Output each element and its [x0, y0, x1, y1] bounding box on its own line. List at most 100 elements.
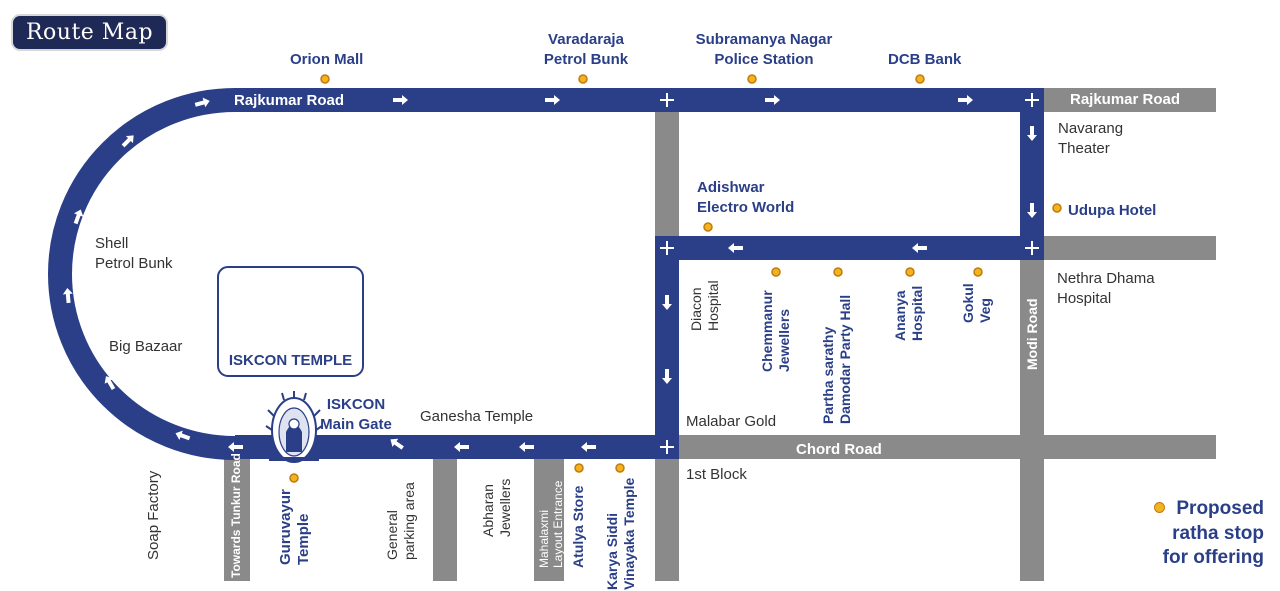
label-line: Guruvayur — [277, 489, 294, 565]
label-line: Diacon — [688, 287, 704, 331]
label-line: Petrol Bunk — [543, 50, 629, 68]
label-mahalaxmi-layout: Mahalaxmi Layout Entrance — [537, 481, 566, 568]
label-line: Hospital — [908, 285, 925, 341]
road-mahalaxmi — [534, 459, 564, 581]
label-line: General — [384, 510, 400, 560]
ratha-stops — [289, 74, 1062, 483]
road-label-rajkumar-top: Rajkumar Road — [234, 92, 345, 109]
label-line: Temple — [295, 513, 312, 565]
arrow-icon — [765, 95, 780, 105]
arrow-icon — [1027, 203, 1037, 218]
legend-line: ratha stop — [1172, 522, 1264, 544]
label-general-parking: General parking area — [384, 482, 418, 560]
label-subramanya-nagar: Subramanya Nagar Police Station — [686, 30, 842, 69]
label-line: Adishwar — [697, 179, 765, 196]
stop-dot-icon — [289, 473, 299, 483]
arrow-icon — [662, 295, 672, 310]
label-chemmanur-jewellers: Chemmanur Jewellers — [759, 290, 793, 372]
route-middle-horizontal — [655, 236, 1044, 260]
label-line: Petrol Bunk — [95, 254, 173, 272]
label-adishwar: Adishwar Electro World — [697, 178, 794, 217]
label-guruvayur-temple: Guruvayur Temple — [277, 489, 313, 565]
stop-dot-icon — [1154, 502, 1165, 513]
road-south-connector — [655, 459, 679, 581]
label-dcb-bank: DCB Bank — [888, 51, 962, 68]
road-parking — [433, 459, 457, 581]
stop-dot-icon — [905, 267, 915, 277]
label-line: Vinayaka Temple — [620, 477, 637, 590]
label-line: Subramanya Nagar — [695, 31, 833, 48]
arrow-icon — [912, 243, 927, 253]
label-abharan-jewellers: Abharan Jewellers — [480, 479, 514, 537]
label-line: parking area — [400, 482, 417, 560]
road-chord — [679, 435, 1216, 459]
label-diacon-hospital: Diacon Hospital — [688, 280, 722, 331]
arrow-icon — [175, 430, 191, 441]
arrow-icon — [1027, 126, 1037, 141]
label-line: Veg — [976, 298, 993, 323]
road-label-modi: Modi Road — [1024, 298, 1040, 370]
plus-icon — [1025, 93, 1039, 107]
road-towards-tunkur — [224, 459, 250, 581]
label-soap-factory: Soap Factory — [145, 470, 162, 560]
stop-dot-icon — [915, 74, 925, 84]
label-line: Karya Siddi — [604, 512, 620, 590]
arrow-icon — [121, 135, 134, 148]
stop-dot-icon — [1052, 203, 1062, 213]
arrow-icon — [581, 442, 596, 452]
label-line: Chemmanur — [759, 290, 775, 372]
temple-icon — [265, 391, 323, 463]
label-udupa-hotel: Udupa Hotel — [1068, 202, 1157, 219]
label-malabar-gold: Malabar Gold — [686, 413, 777, 430]
road-label-chord: Chord Road — [796, 441, 882, 458]
route-rajkumar-top — [235, 88, 1044, 112]
label-line: Main Gate — [320, 415, 392, 433]
label-varadaraja: Varadaraja Petrol Bunk — [534, 30, 638, 69]
label-1st-block: 1st Block — [686, 466, 747, 483]
stop-dot-icon — [574, 463, 584, 473]
road-rajkumar-east — [1043, 88, 1216, 112]
iskcon-temple-box: ISKCON TEMPLE — [217, 266, 364, 377]
label-line: Layout Entrance — [551, 480, 566, 568]
legend-line: Proposed — [1176, 498, 1264, 519]
stop-dot-icon — [973, 267, 983, 277]
plus-icon — [1025, 241, 1039, 255]
route-loop — [48, 88, 236, 460]
arrow-icon — [545, 95, 560, 105]
label-ganesha-temple: Ganesha Temple — [420, 408, 534, 425]
junctions — [660, 93, 1039, 454]
label-iskcon-temple: ISKCON TEMPLE — [228, 352, 353, 369]
road-label-rajkumar-right: Rajkumar Road — [1070, 91, 1181, 108]
arrow-icon — [104, 376, 116, 391]
label-line: Hospital — [704, 280, 721, 331]
label-ananya-hospital: Ananya Hospital — [892, 286, 926, 341]
legend-line: for offering — [1162, 547, 1264, 569]
arrow-icon — [519, 442, 534, 452]
ratha-route — [48, 88, 1044, 460]
label-atulya-store: Atulya Store — [570, 485, 586, 568]
stop-dot-icon — [771, 267, 781, 277]
label-gokul-veg: Gokul Veg — [960, 283, 994, 323]
road-east-spur — [1043, 236, 1216, 260]
stop-dot-icon — [615, 463, 625, 473]
arrow-icon — [390, 438, 404, 450]
label-big-bazaar: Big Bazaar — [109, 338, 183, 355]
grey-roads — [224, 88, 1216, 581]
road-label-towards-tunkur: Towards Tunkur Road — [229, 453, 243, 578]
label-iskcon-main-gate: ISKCON Main Gate — [318, 395, 394, 434]
label-line: Varadaraja — [548, 31, 624, 48]
label-line: Mahalaxmi — [537, 509, 551, 568]
label-line: Navarang — [1058, 120, 1124, 137]
legend: Proposed ratha stop for offering — [1154, 497, 1264, 571]
stop-dot-icon — [703, 222, 713, 232]
stop-dot-icon — [320, 74, 330, 84]
label-line: Shell — [95, 235, 129, 252]
road-north-connector — [655, 112, 679, 236]
label-line: Damodar Party Hall — [836, 294, 853, 424]
label-orion-mall: Orion Mall — [290, 51, 364, 68]
arrow-icon — [662, 369, 672, 384]
arrow-icon — [73, 209, 84, 225]
label-line: ISKCON — [326, 396, 386, 413]
label-partha-sarathy: Partha sarathy Damodar Party Hall — [820, 295, 854, 424]
label-line: Police Station — [714, 50, 814, 68]
